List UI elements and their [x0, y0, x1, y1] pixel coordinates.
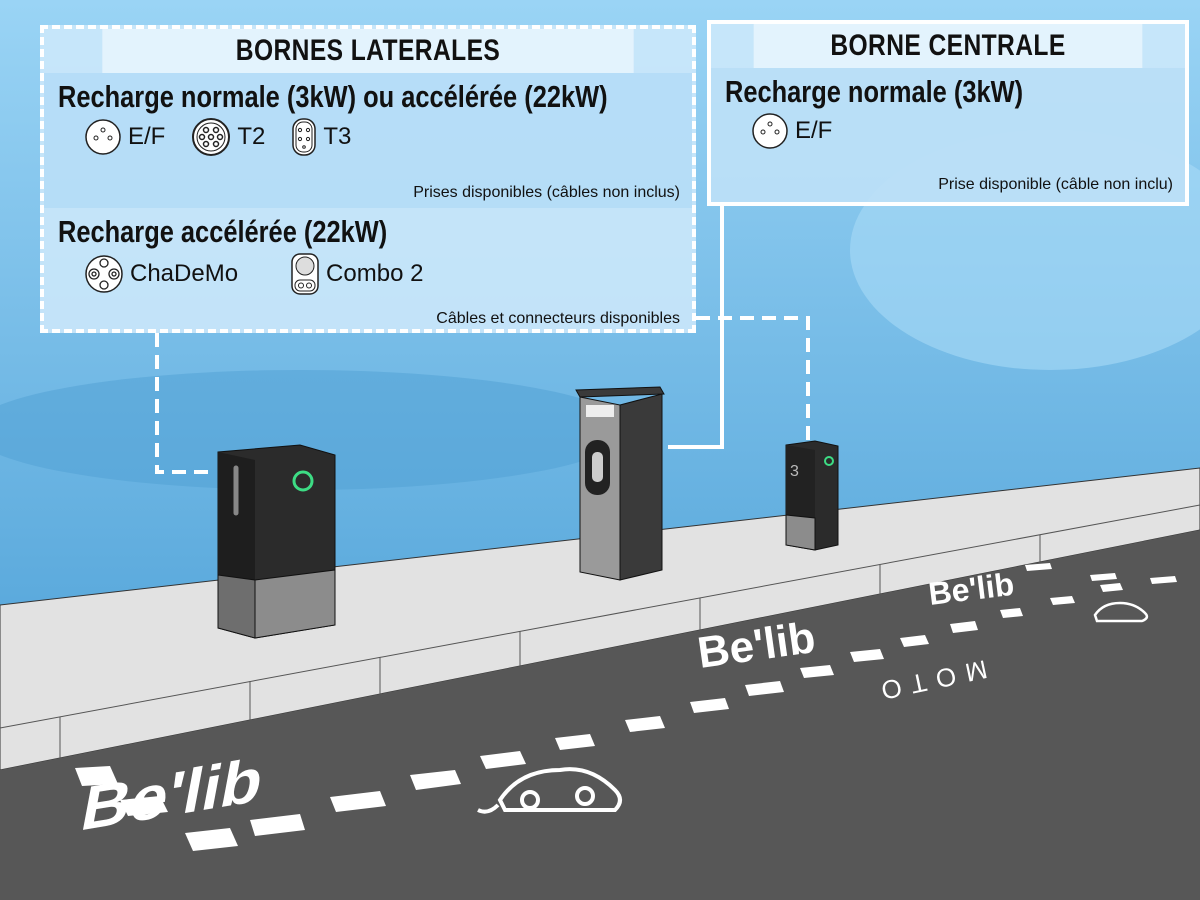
connector-t2: T2	[191, 117, 265, 157]
connector-label: ChaDeMo	[130, 260, 239, 287]
plug-t3-icon	[292, 118, 317, 156]
connector-ef: E/F	[751, 112, 832, 150]
connector-combo2: Combo 2	[290, 252, 423, 296]
ev-logo-icon	[824, 456, 834, 466]
connector-label: E/F	[795, 117, 833, 144]
road	[0, 530, 1200, 900]
connector-label: E/F	[128, 123, 166, 150]
section-note: Prises disponibles (câbles non inclus)	[413, 184, 680, 201]
section-title: Recharge accélérée (22kW)	[58, 214, 388, 249]
ev-car-marking-icon	[1093, 601, 1149, 623]
svg-text:3: 3	[790, 463, 799, 480]
normal-or-accelerated-section: Recharge normale (3kW) ou accélérée (22k…	[44, 73, 692, 208]
callout-lines	[155, 206, 810, 474]
section-title: Recharge normale (3kW)	[725, 74, 1024, 109]
ev-logo-icon	[292, 470, 314, 492]
panel-title: BORNES LATERALES	[102, 29, 634, 73]
connector-chademo: ChaDeMo	[84, 254, 238, 294]
accelerated-section: Recharge accélérée (22kW) ChaDeMo Combo …	[44, 208, 692, 330]
section-note: Câbles et connecteurs disponibles	[436, 310, 680, 327]
plug-ef-icon	[85, 119, 121, 155]
plug-ef-icon	[752, 113, 788, 149]
lateral-charger-right: 3	[785, 440, 839, 551]
connector-label: T3	[323, 123, 352, 150]
connector-ef: E/F	[84, 118, 165, 156]
section-note: Prise disponible (câble non inclu)	[938, 176, 1173, 193]
panel-title: BORNE CENTRALE	[753, 24, 1143, 68]
central-charger	[575, 386, 665, 581]
lateral-chargers-panel: BORNES LATERALES Recharge normale (3kW) …	[40, 25, 696, 333]
normal-charging-section: Recharge normale (3kW) E/F Prise disponi…	[711, 68, 1185, 202]
lane-dashes	[75, 563, 1177, 851]
plug-chademo-icon	[85, 255, 123, 293]
connector-label: T2	[237, 123, 266, 150]
plug-combo2-icon	[291, 253, 319, 295]
central-charger-panel: BORNE CENTRALE Recharge normale (3kW) E/…	[707, 20, 1189, 206]
connector-t3: T3	[291, 117, 351, 157]
section-title: Recharge normale (3kW) ou accélérée (22k…	[58, 79, 608, 114]
connector-label: Combo 2	[326, 260, 424, 287]
ev-car-marking-icon	[477, 767, 622, 814]
lateral-charger-left	[217, 444, 336, 639]
plug-t2-icon	[192, 118, 231, 156]
curb-line	[0, 504, 1200, 729]
